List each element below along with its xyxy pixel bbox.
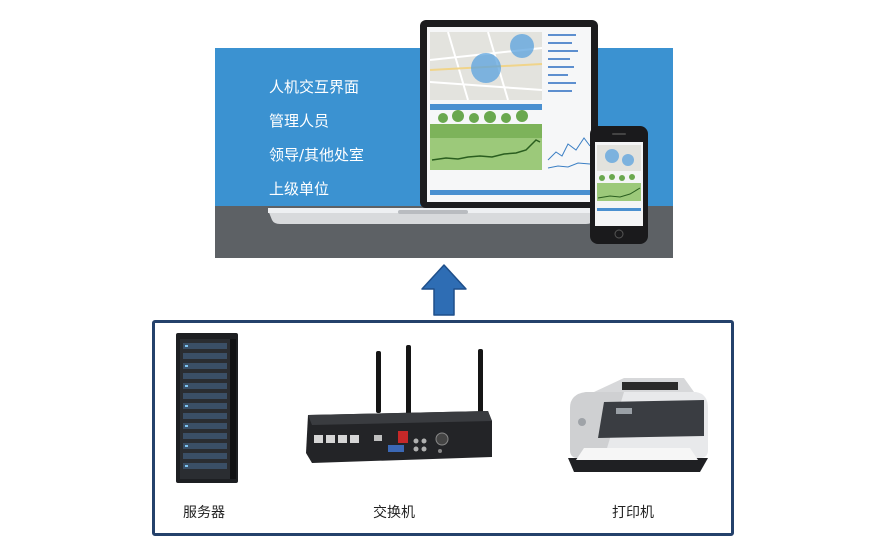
interface-item-hmi: 人机交互界面 <box>269 78 360 96</box>
interface-item-managers: 管理人员 <box>269 112 330 130</box>
laptop-icon <box>268 20 598 224</box>
device-label-printer: 打印机 <box>612 505 654 521</box>
printer-icon <box>568 378 708 472</box>
device-label-switch: 交换机 <box>373 505 415 521</box>
interface-item-leaders: 领导/其他处室 <box>269 146 365 164</box>
device-label-server: 服务器 <box>183 505 225 521</box>
interface-item-superior: 上级单位 <box>269 180 330 198</box>
up-arrow-icon <box>421 264 467 316</box>
interface-list: 人机交互界面 管理人员 领导/其他处室 上级单位 <box>269 70 364 206</box>
switch-router-icon <box>306 345 492 463</box>
server-rack-icon <box>176 333 238 483</box>
phone-icon <box>590 126 648 244</box>
